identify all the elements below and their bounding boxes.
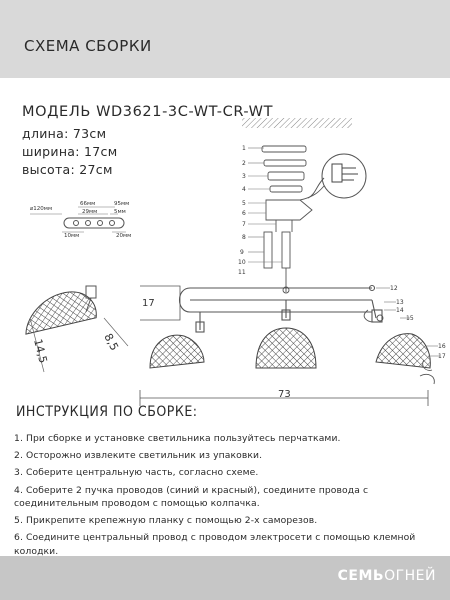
right-parts [363,309,435,385]
instruction-step: 1. При сборке и установке светильника по… [14,433,341,444]
dim-d29: 29мм [82,209,97,215]
instructions-title: ИНСТРУКЦИЯ ПО СБОРКЕ: [16,404,198,420]
part-9: 9 [240,249,244,256]
spec-height: высота: 27см [22,162,113,177]
part-12: 12 [390,285,398,292]
part-numbers-left: 1 2 3 4 5 6 7 8 9 10 11 [238,145,246,276]
connector-detail: ⌀120мм 66мм 95мм 29мм 5мм 10мм 20мм [30,201,131,239]
right-leaders [376,287,440,357]
instruction-step: 2. Осторожно извлеките светильник из упа… [14,450,263,462]
part-14: 14 [396,307,404,314]
shade-center [255,327,317,369]
spec-length: длина: 73см [22,126,106,141]
instruction-step: 5. Прикрепите крепежную планку с помощью… [14,515,318,527]
spec-height-value: 27см [79,162,113,177]
instruction-step: 4. Соберите 2 пучка проводов (синий и кр… [14,484,369,510]
spec-width-label: ширина: [22,144,80,159]
part-1: 1 [242,145,246,152]
dim-d20: 20мм [116,233,131,239]
part-16: 16 [438,343,446,350]
instructions-list: 1. При сборке и установке светильника по… [14,432,444,562]
part-3: 3 [242,173,246,180]
spec-length-label: длина: [22,126,69,141]
shade-right [375,333,431,369]
part-11: 11 [238,269,246,276]
footer-bar: СЕМЬОГНЕЙ [0,556,450,600]
ceiling-hatch [242,118,352,128]
width-bracket [140,285,181,321]
dim-width-17: 17 [142,298,155,309]
dim-d5: 5мм [114,209,126,215]
mounting-parts [261,145,331,294]
brand-logo: СЕМЬОГНЕЙ [338,568,436,584]
part-7: 7 [242,221,246,228]
dim-d10: 10мм [64,233,79,239]
part-10: 10 [238,259,246,266]
lamp-frame [178,284,383,333]
part-17: 17 [438,353,446,360]
part-15: 15 [406,315,414,322]
spec-length-value: 73см [72,126,107,141]
dim-shade-145: 14,5 [31,338,50,365]
model-label: МОДЕЛЬ WD3621-3C-WT-CR-WT [22,104,274,120]
shade-detail [25,285,129,373]
part-8: 8 [242,234,246,241]
instruction-step: 6. Соедините центральный провод с провод… [14,532,416,557]
leader-lines [248,147,282,263]
brand-bold: СЕМЬ [337,568,385,584]
wiring-inset [307,153,367,199]
part-6: 6 [242,210,246,217]
instruction-step: 3. Соберите центральную часть, согласно … [14,467,259,479]
header-bar: СХЕМА СБОРКИ [0,0,450,78]
spec-height-label: высота: [22,162,76,177]
part-numbers-right: 12 13 14 15 16 17 [390,285,446,360]
part-13: 13 [396,299,404,306]
dim-d120: ⌀120мм [30,206,52,212]
dim-d66: 66мм [80,201,95,207]
part-4: 4 [242,186,246,193]
part-5: 5 [242,200,246,207]
dim-length-73: 73 [278,389,291,400]
length-dimension [139,390,429,406]
part-2: 2 [242,160,246,167]
page-title: СХЕМА СБОРКИ [24,37,152,55]
brand-light: ОГНЕЙ [384,568,436,584]
spec-width: ширина: 17см [22,144,117,159]
dim-d95: 95мм [114,201,129,207]
spec-width-value: 17см [84,144,118,159]
shade-left [149,334,205,369]
